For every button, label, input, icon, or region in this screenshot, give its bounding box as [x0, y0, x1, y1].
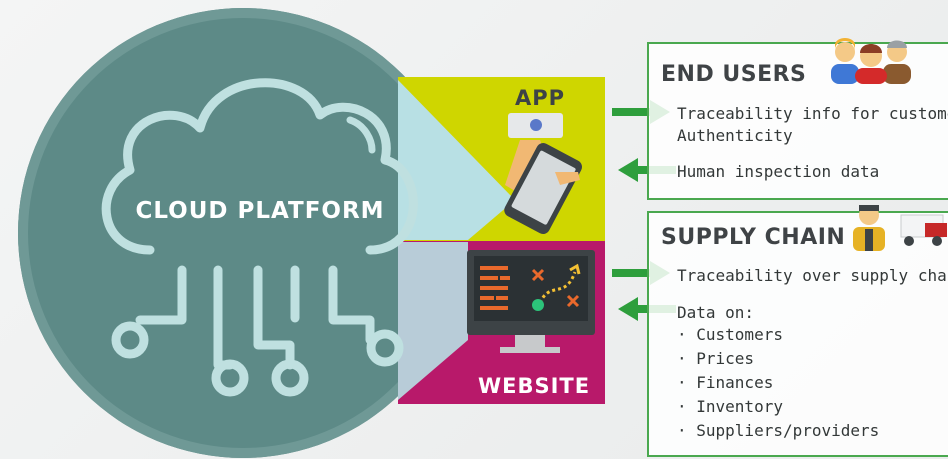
supply-chain-item: Traceability over supply chain — [677, 266, 948, 285]
supply-chain-item: Data on: — [677, 303, 755, 322]
supply-data-item: · Prices — [677, 349, 755, 368]
supply-data-item: · Finances — [677, 373, 774, 392]
circle-edge — [18, 8, 468, 458]
supply-chain-box: SUPPLY CHAIN Traceability over supply ch… — [647, 205, 948, 457]
worker-truck-icon — [853, 205, 947, 251]
website-title: WEBSITE — [477, 374, 591, 398]
end-users-title: END USERS — [661, 62, 807, 87]
supply-data-item: · Customers — [677, 325, 783, 344]
supply-chain-title: SUPPLY CHAIN — [661, 225, 846, 250]
cloud-platform-label: CLOUD PLATFORM — [135, 198, 385, 224]
supply-data-item: · Inventory — [677, 397, 783, 416]
end-users-item: Traceability info for customers — [677, 104, 948, 123]
people-icon — [831, 38, 911, 84]
app-title: APP — [514, 86, 566, 110]
end-users-item: Human inspection data — [677, 162, 880, 181]
end-users-box: END USERS Traceability info for customer… — [647, 38, 948, 200]
end-users-item: Authenticity — [677, 126, 793, 145]
supply-data-item: · Suppliers/providers — [677, 421, 880, 440]
